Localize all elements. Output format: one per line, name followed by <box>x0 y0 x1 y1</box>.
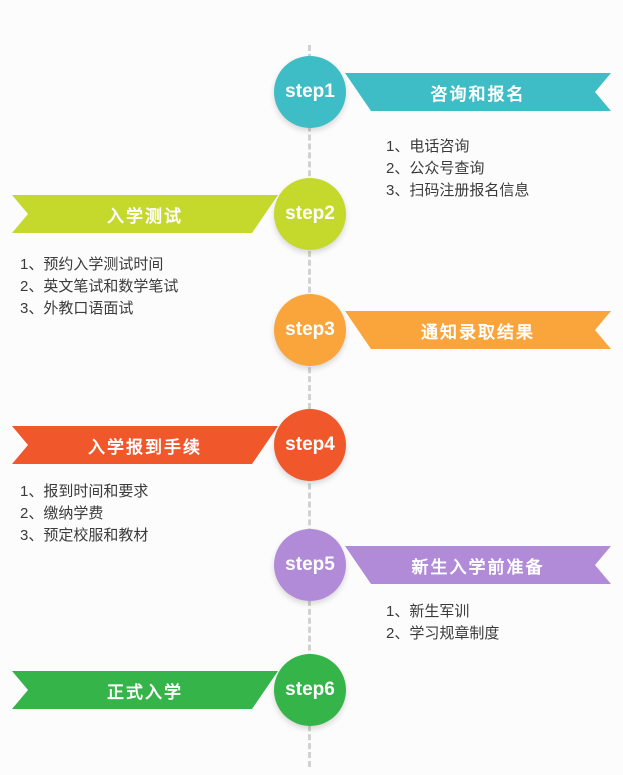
step1-detail-item-1: 1、电话咨询 <box>386 138 470 155</box>
step6-banner: 正式入学 <box>12 671 278 709</box>
step1-detail-item-3: 3、扫码注册报名信息 <box>386 182 530 199</box>
step4-detail-item-2: 2、缴纳学费 <box>20 505 104 522</box>
step1-banner: 咨询和报名 <box>345 73 611 111</box>
step2-circle: step2 <box>274 178 346 250</box>
step3-banner-label: 通知录取结果 <box>421 322 535 342</box>
step4-banner-label: 入学报到手续 <box>88 437 202 457</box>
step4-detail-item-3: 3、预定校服和教材 <box>20 527 149 544</box>
step5-banner-label: 新生入学前准备 <box>411 557 545 577</box>
step5-circle: step5 <box>274 529 346 601</box>
step5-banner: 新生入学前准备 <box>345 546 611 584</box>
step3-label: step3 <box>285 319 335 340</box>
step3-circle: step3 <box>274 294 346 366</box>
step1-detail-item-2: 2、公众号查询 <box>386 160 485 177</box>
step2-detail-item-3: 3、外教口语面试 <box>20 300 134 317</box>
step3-banner: 通知录取结果 <box>345 311 611 349</box>
step6-banner-label: 正式入学 <box>107 682 183 702</box>
step6-circle: step6 <box>274 654 346 726</box>
step1-detail-list: 1、电话咨询 2、公众号查询 3、扫码注册报名信息 <box>386 136 529 202</box>
step5-label: step5 <box>285 554 335 575</box>
timeline-dashed-line <box>308 45 311 767</box>
step6-label: step6 <box>285 679 335 700</box>
step4-label: step4 <box>285 434 335 455</box>
step2-banner: 入学测试 <box>12 195 278 233</box>
step4-detail-item-1: 1、报到时间和要求 <box>20 483 149 500</box>
step1-label: step1 <box>285 81 335 102</box>
step2-label: step2 <box>285 203 335 224</box>
step2-detail-item-2: 2、英文笔试和数学笔试 <box>20 278 179 295</box>
step4-detail-list: 1、报到时间和要求 2、缴纳学费 3、预定校服和教材 <box>20 481 148 547</box>
step5-detail-list: 1、新生军训 2、学习规章制度 <box>386 601 499 645</box>
step4-banner: 入学报到手续 <box>12 426 278 464</box>
step2-detail-list: 1、预约入学测试时间 2、英文笔试和数学笔试 3、外教口语面试 <box>20 254 178 320</box>
step4-circle: step4 <box>274 409 346 481</box>
step5-detail-item-2: 2、学习规章制度 <box>386 625 500 642</box>
step2-detail-item-1: 1、预约入学测试时间 <box>20 256 164 273</box>
step1-banner-label: 咨询和报名 <box>430 84 526 104</box>
step5-detail-item-1: 1、新生军训 <box>386 603 470 620</box>
step2-banner-label: 入学测试 <box>107 206 183 226</box>
step1-circle: step1 <box>274 56 346 128</box>
